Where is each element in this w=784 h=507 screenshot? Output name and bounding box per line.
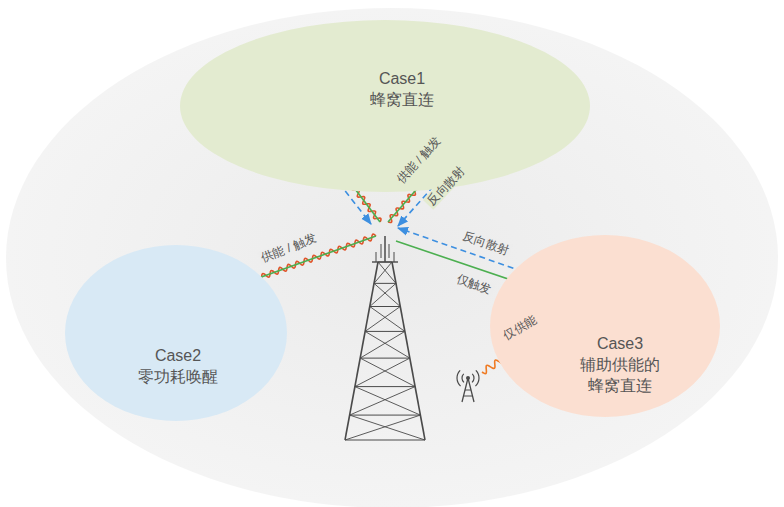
background-ellipse [6, 8, 778, 507]
case-title: Case2 零功耗唤醒 [138, 346, 218, 388]
tower-strut [372, 261, 398, 262]
auxiliary-tower [457, 370, 479, 402]
tower-strut [360, 358, 415, 386]
tower-strut [370, 283, 396, 306]
tower-strut [374, 283, 396, 284]
tower-strut [360, 358, 410, 359]
tower-strut [360, 331, 405, 358]
cell-tower [345, 236, 479, 440]
case-region: Case1 蜂窝直连 [180, 20, 590, 192]
tower-strut [384, 236, 386, 262]
tower-strut [389, 244, 390, 258]
signal-label: 供能 / 触发 [257, 230, 320, 266]
tower-strut [365, 331, 410, 358]
tower-strut [345, 440, 425, 441]
tower-strut [350, 387, 415, 415]
tower-strut [355, 387, 420, 415]
tower-strut [365, 331, 405, 332]
tower-strut [350, 415, 421, 416]
signal-label: 反向散射 [459, 228, 513, 259]
tower-strut [392, 262, 425, 440]
region-ellipse [65, 245, 287, 421]
tower-strut [378, 262, 396, 283]
tower-strut [378, 262, 392, 263]
tower-strut [350, 415, 425, 440]
case-title: Case3 辅助供能的 蜂窝直连 [580, 334, 660, 396]
region-ellipse [490, 235, 720, 417]
tower-strut [376, 252, 377, 262]
tower-strut [374, 262, 392, 283]
tower-strut [345, 262, 378, 440]
tower-strut [381, 244, 382, 258]
tower-strut [394, 252, 395, 262]
case-region: Case2 零功耗唤醒 [65, 245, 287, 421]
tower-strut [370, 307, 405, 332]
region-ellipse [65, 245, 287, 421]
signal-label: 仅触发 [453, 271, 496, 298]
region-ellipse [180, 20, 590, 192]
case-title: Case1 蜂窝直连 [370, 69, 434, 111]
tower-strut [374, 283, 400, 306]
tower-strut [345, 415, 420, 440]
tower-strut [355, 386, 415, 387]
tower-strut [365, 307, 400, 332]
tower-strut [355, 358, 410, 386]
tower-strut [370, 306, 401, 307]
